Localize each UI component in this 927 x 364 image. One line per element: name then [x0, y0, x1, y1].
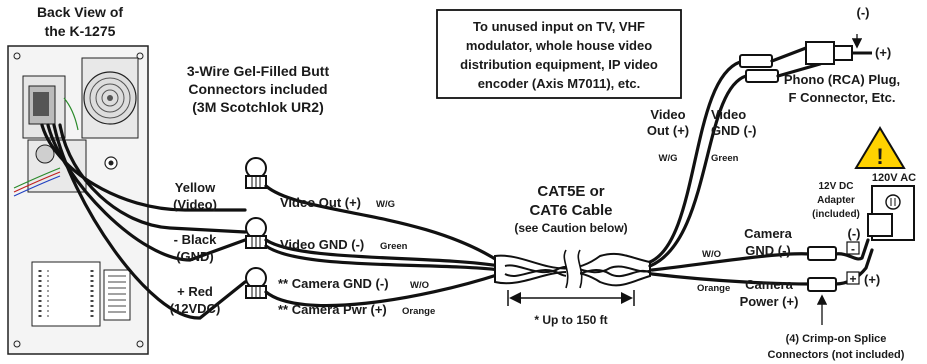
connectors-note-3: (3M Scotchlok UR2)	[192, 99, 323, 115]
black-label-2: (GND)	[176, 249, 214, 264]
cat5-bundle	[494, 248, 653, 290]
back-view-title-2: the K-1275	[45, 23, 116, 39]
back-view-title-1: Back View of	[37, 4, 123, 20]
cable-wires-left	[264, 184, 502, 308]
video-gnd-label: Video GND (-)	[280, 237, 364, 252]
red-label-2: (12VDC)	[170, 301, 221, 316]
adapter-label-1: 12V DC	[818, 181, 853, 192]
video-gnd-right-1: Video	[711, 107, 746, 122]
video-gnd-color: Green	[380, 241, 408, 252]
rca-plus: (+)	[875, 45, 891, 60]
cam-gnd-color: W/O	[410, 280, 429, 291]
warning-icon	[854, 126, 906, 169]
rca-plug	[739, 34, 872, 83]
black-label-1: - Black	[174, 232, 217, 247]
cam-pwr-label: ** Camera Pwr (+)	[278, 302, 387, 317]
power-plus-sign: +	[849, 272, 856, 286]
cam-pwr-color: Orange	[402, 306, 435, 317]
video-gnd-right-2: GND (-)	[711, 123, 757, 138]
camera-gnd-right-color: W/O	[702, 249, 721, 260]
tv-note-1: To unused input on TV, VHF	[473, 19, 645, 34]
tv-note-box	[436, 9, 682, 99]
butt-connector-video	[245, 157, 267, 189]
video-out-right-1: Video	[650, 107, 685, 122]
cam-gnd-label: ** Camera GND (-)	[278, 276, 389, 291]
video-out-color: W/G	[376, 199, 395, 210]
power-plus: (+)	[864, 272, 880, 287]
camera-gnd-right-1: Camera	[744, 226, 792, 241]
yellow-label-2: (Video)	[173, 197, 217, 212]
tv-note-4: encoder (Axis M7011), etc.	[478, 76, 641, 91]
rca-label-2: F Connector, Etc.	[789, 90, 896, 105]
butt-connectors	[245, 157, 267, 299]
red-label-1: + Red	[177, 284, 213, 299]
video-out-right-2: Out (+)	[647, 123, 689, 138]
video-gnd-right-color: Green	[711, 153, 739, 164]
video-out-right-color: W/G	[659, 153, 678, 164]
adapter-label-2: Adapter	[817, 195, 855, 206]
rca-label-1: Phono (RCA) Plug,	[784, 72, 900, 87]
camera-pwr-right-color: Orange	[697, 283, 730, 294]
ac-label: 120V AC	[872, 172, 916, 184]
cable-label-2: CAT6 Cable	[529, 202, 612, 219]
warning-glyph: !	[876, 144, 883, 169]
rca-minus: (-)	[857, 5, 870, 20]
power-minus-sign: -	[851, 242, 855, 256]
tv-note-3: distribution equipment, IP video	[460, 57, 658, 72]
tv-note-2: modulator, whole house video	[466, 38, 652, 53]
camera-gnd-right-2: GND (-)	[745, 243, 791, 258]
camera-pwr-right-2: Power (+)	[740, 294, 799, 309]
camera-pwr-right-1: Camera	[745, 277, 793, 292]
splice-connectors	[807, 246, 837, 325]
butt-connector-power	[245, 267, 267, 299]
connectors-note-2: Connectors included	[188, 81, 327, 97]
panel-wires	[40, 123, 247, 320]
length-arrow	[507, 290, 635, 306]
splice-note-1: (4) Crimp-on Splice	[786, 333, 887, 345]
yellow-label-1: Yellow	[175, 180, 216, 195]
butt-connector-gnd	[245, 217, 267, 249]
video-out-label: Video Out (+)	[280, 195, 361, 210]
connectors-note-1: 3-Wire Gel-Filled Butt	[187, 63, 330, 79]
cable-label-1: CAT5E or	[537, 183, 604, 200]
power-adapter	[846, 185, 915, 285]
cable-length: * Up to 150 ft	[534, 313, 607, 327]
power-minus: (-)	[848, 226, 861, 241]
cable-label-3: (see Caution below)	[514, 221, 627, 235]
cable-wires-right	[648, 60, 874, 286]
adapter-label-3: (included)	[812, 209, 860, 220]
splice-note-2: Connectors (not included)	[768, 349, 905, 361]
